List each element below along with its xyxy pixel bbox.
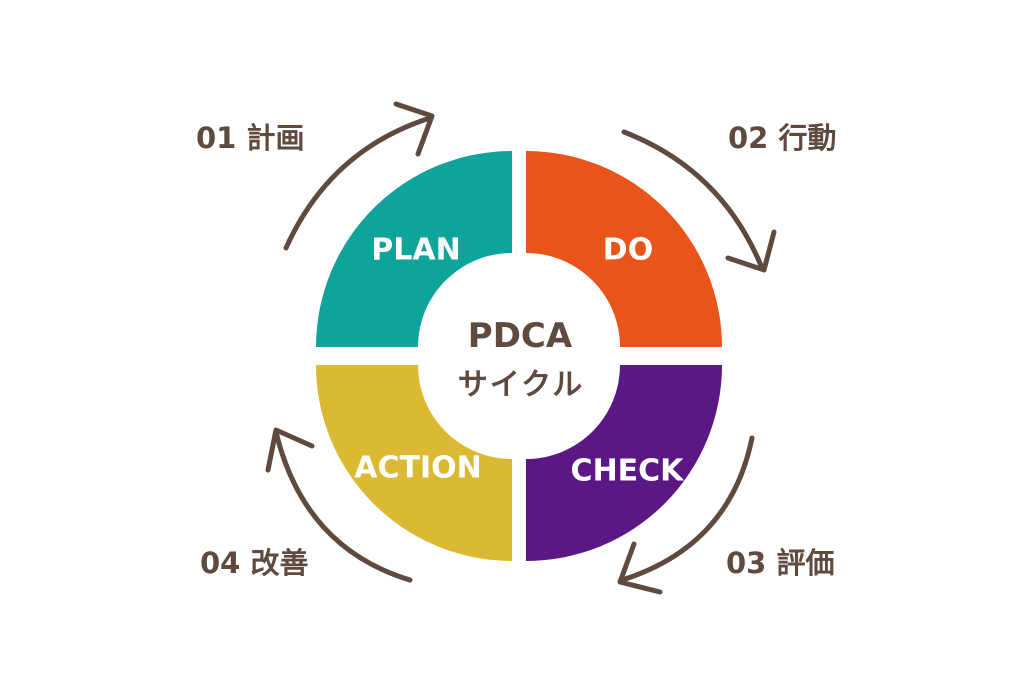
arrow-plan-to-do-icon: [283, 101, 435, 251]
do-label: DO: [603, 233, 653, 268]
step-label-plan: 01 計画: [196, 121, 304, 155]
check-label: CHECK: [571, 454, 686, 489]
arrow-action-to-plan-icon: [265, 427, 413, 583]
center-title: PDCA: [468, 316, 573, 356]
step-label-action: 04 改善: [200, 546, 308, 580]
step-label-do: 02 行動: [728, 121, 836, 155]
plan-label: PLAN: [371, 233, 460, 268]
arrow-do-to-check-icon: [621, 129, 777, 273]
check-quadrant: [526, 365, 722, 561]
step-label-check: 03 評価: [726, 546, 834, 580]
center-subtitle: サイクル: [458, 368, 585, 403]
arrow-check-to-action-icon: [617, 435, 755, 595]
action-label: ACTION: [354, 451, 481, 486]
action-quadrant: [316, 365, 512, 561]
do-quadrant: [526, 151, 722, 347]
plan-quadrant: [316, 151, 512, 347]
